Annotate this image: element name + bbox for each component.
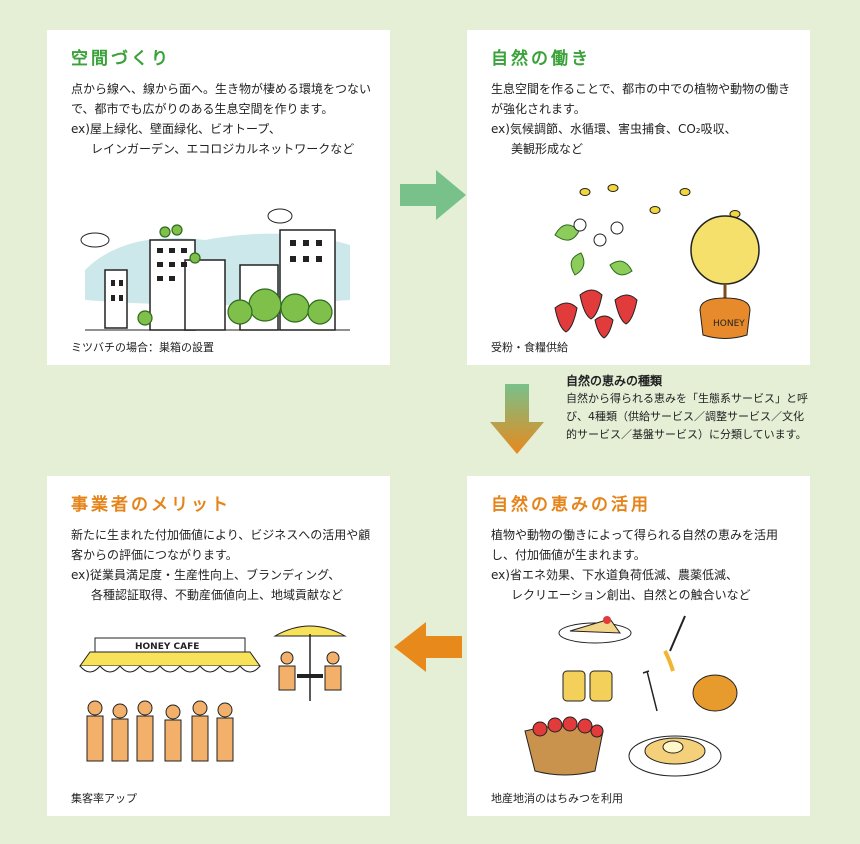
panel-body: 植物や動物の働きによって得られる自然の恵みを活用し、付加価値が生まれます。 xyxy=(491,528,779,562)
panel-business-merit: 事業者のメリット 新たに生まれた付加価値により、ビジネスへの活用や顧客からの評価… xyxy=(47,476,390,816)
panel-space-creation: 空間づくり 点から線へ、線から面へ。生き物が棲める環境をつないで、都市でも広がり… xyxy=(47,30,390,365)
strawberry-honey-illustration: HONEY xyxy=(554,184,760,339)
examples-line-1: ex)気候調節、水循環、害虫捕食、CO₂吸収、 xyxy=(491,122,737,136)
examples-line-1: ex)従業員満足度・生産性向上、ブランディング、 xyxy=(71,568,341,582)
panel-examples: ex)省エネ効果、下水道負荷低減、農薬低減、 レクリエーション創出、自然との触合… xyxy=(491,565,792,605)
panel-examples: ex)屋上緑化、壁面緑化、ビオトープ、 レインガーデン、エコロジカルネットワーク… xyxy=(71,119,372,159)
arrow-right-green xyxy=(400,170,466,220)
panel-title: 自然の働き xyxy=(491,49,591,69)
panel-caption: ミツバチの場合：巣箱の設置 xyxy=(71,341,214,354)
panel-body: 生息空間を作ることで、都市の中での植物や動物の働きが強化されます。 xyxy=(491,82,791,116)
examples-line-2: レインガーデン、エコロジカルネットワークなど xyxy=(91,142,355,156)
examples-line-1: ex)屋上緑化、壁面緑化、ビオトープ、 xyxy=(71,122,281,136)
ecosystem-services-note: 自然の恵みの種類 自然から得られる恵みを「生態系サービス」と呼び、4種類（供給サ… xyxy=(566,372,810,444)
honey-cafe-illustration: HONEY CAFE xyxy=(79,625,347,762)
panel-examples: ex)気候調節、水循環、害虫捕食、CO₂吸収、 美観形成など xyxy=(491,119,792,159)
panel-nature-function: 自然の働き 生息空間を作ることで、都市の中での植物や動物の働きが強化されます。 … xyxy=(467,30,810,365)
arrow-down-gradient xyxy=(490,384,544,454)
examples-line-1: ex)省エネ効果、下水道負荷低減、農薬低減、 xyxy=(491,568,738,582)
panel-caption: 集客率アップ xyxy=(71,792,137,805)
panel-title: 自然の恵みの活用 xyxy=(491,495,651,515)
panel-nature-benefit-use: 自然の恵みの活用 植物や動物の働きによって得られる自然の恵みを活用し、付加価値が… xyxy=(467,476,810,816)
panel-body: 新たに生まれた付加価値により、ビジネスへの活用や顧客からの評価につながります。 xyxy=(71,528,371,562)
city-buildings-illustration xyxy=(80,208,350,331)
examples-line-2: 各種認証取得、不動産価値向上、地域貢献など xyxy=(91,588,344,602)
examples-line-2: 美観形成など xyxy=(511,142,584,156)
panel-examples: ex)従業員満足度・生産性向上、ブランディング、 各種認証取得、不動産価値向上、… xyxy=(71,565,372,605)
honey-pot-label: HONEY xyxy=(713,319,745,329)
examples-line-2: レクリエーション創出、自然との触合いなど xyxy=(511,588,751,602)
note-title: 自然の恵みの種類 xyxy=(566,374,663,388)
panel-body: 点から線へ、線から面へ。生き物が棲める環境をつないで、都市でも広がりのある生息空… xyxy=(71,82,372,116)
arrow-left-orange xyxy=(394,622,462,672)
panel-title: 空間づくり xyxy=(71,49,171,69)
panel-title: 事業者のメリット xyxy=(71,495,231,515)
panel-caption: 地産地消のはちみつを利用 xyxy=(491,792,623,805)
note-body: 自然から得られる恵みを「生態系サービス」と呼び、4種類（供給サービス／調整サービ… xyxy=(566,392,808,441)
panel-caption: 受粉・食糧供給 xyxy=(491,341,568,354)
cafe-sign: HONEY CAFE xyxy=(135,642,199,652)
honey-food-illustration xyxy=(524,615,738,777)
